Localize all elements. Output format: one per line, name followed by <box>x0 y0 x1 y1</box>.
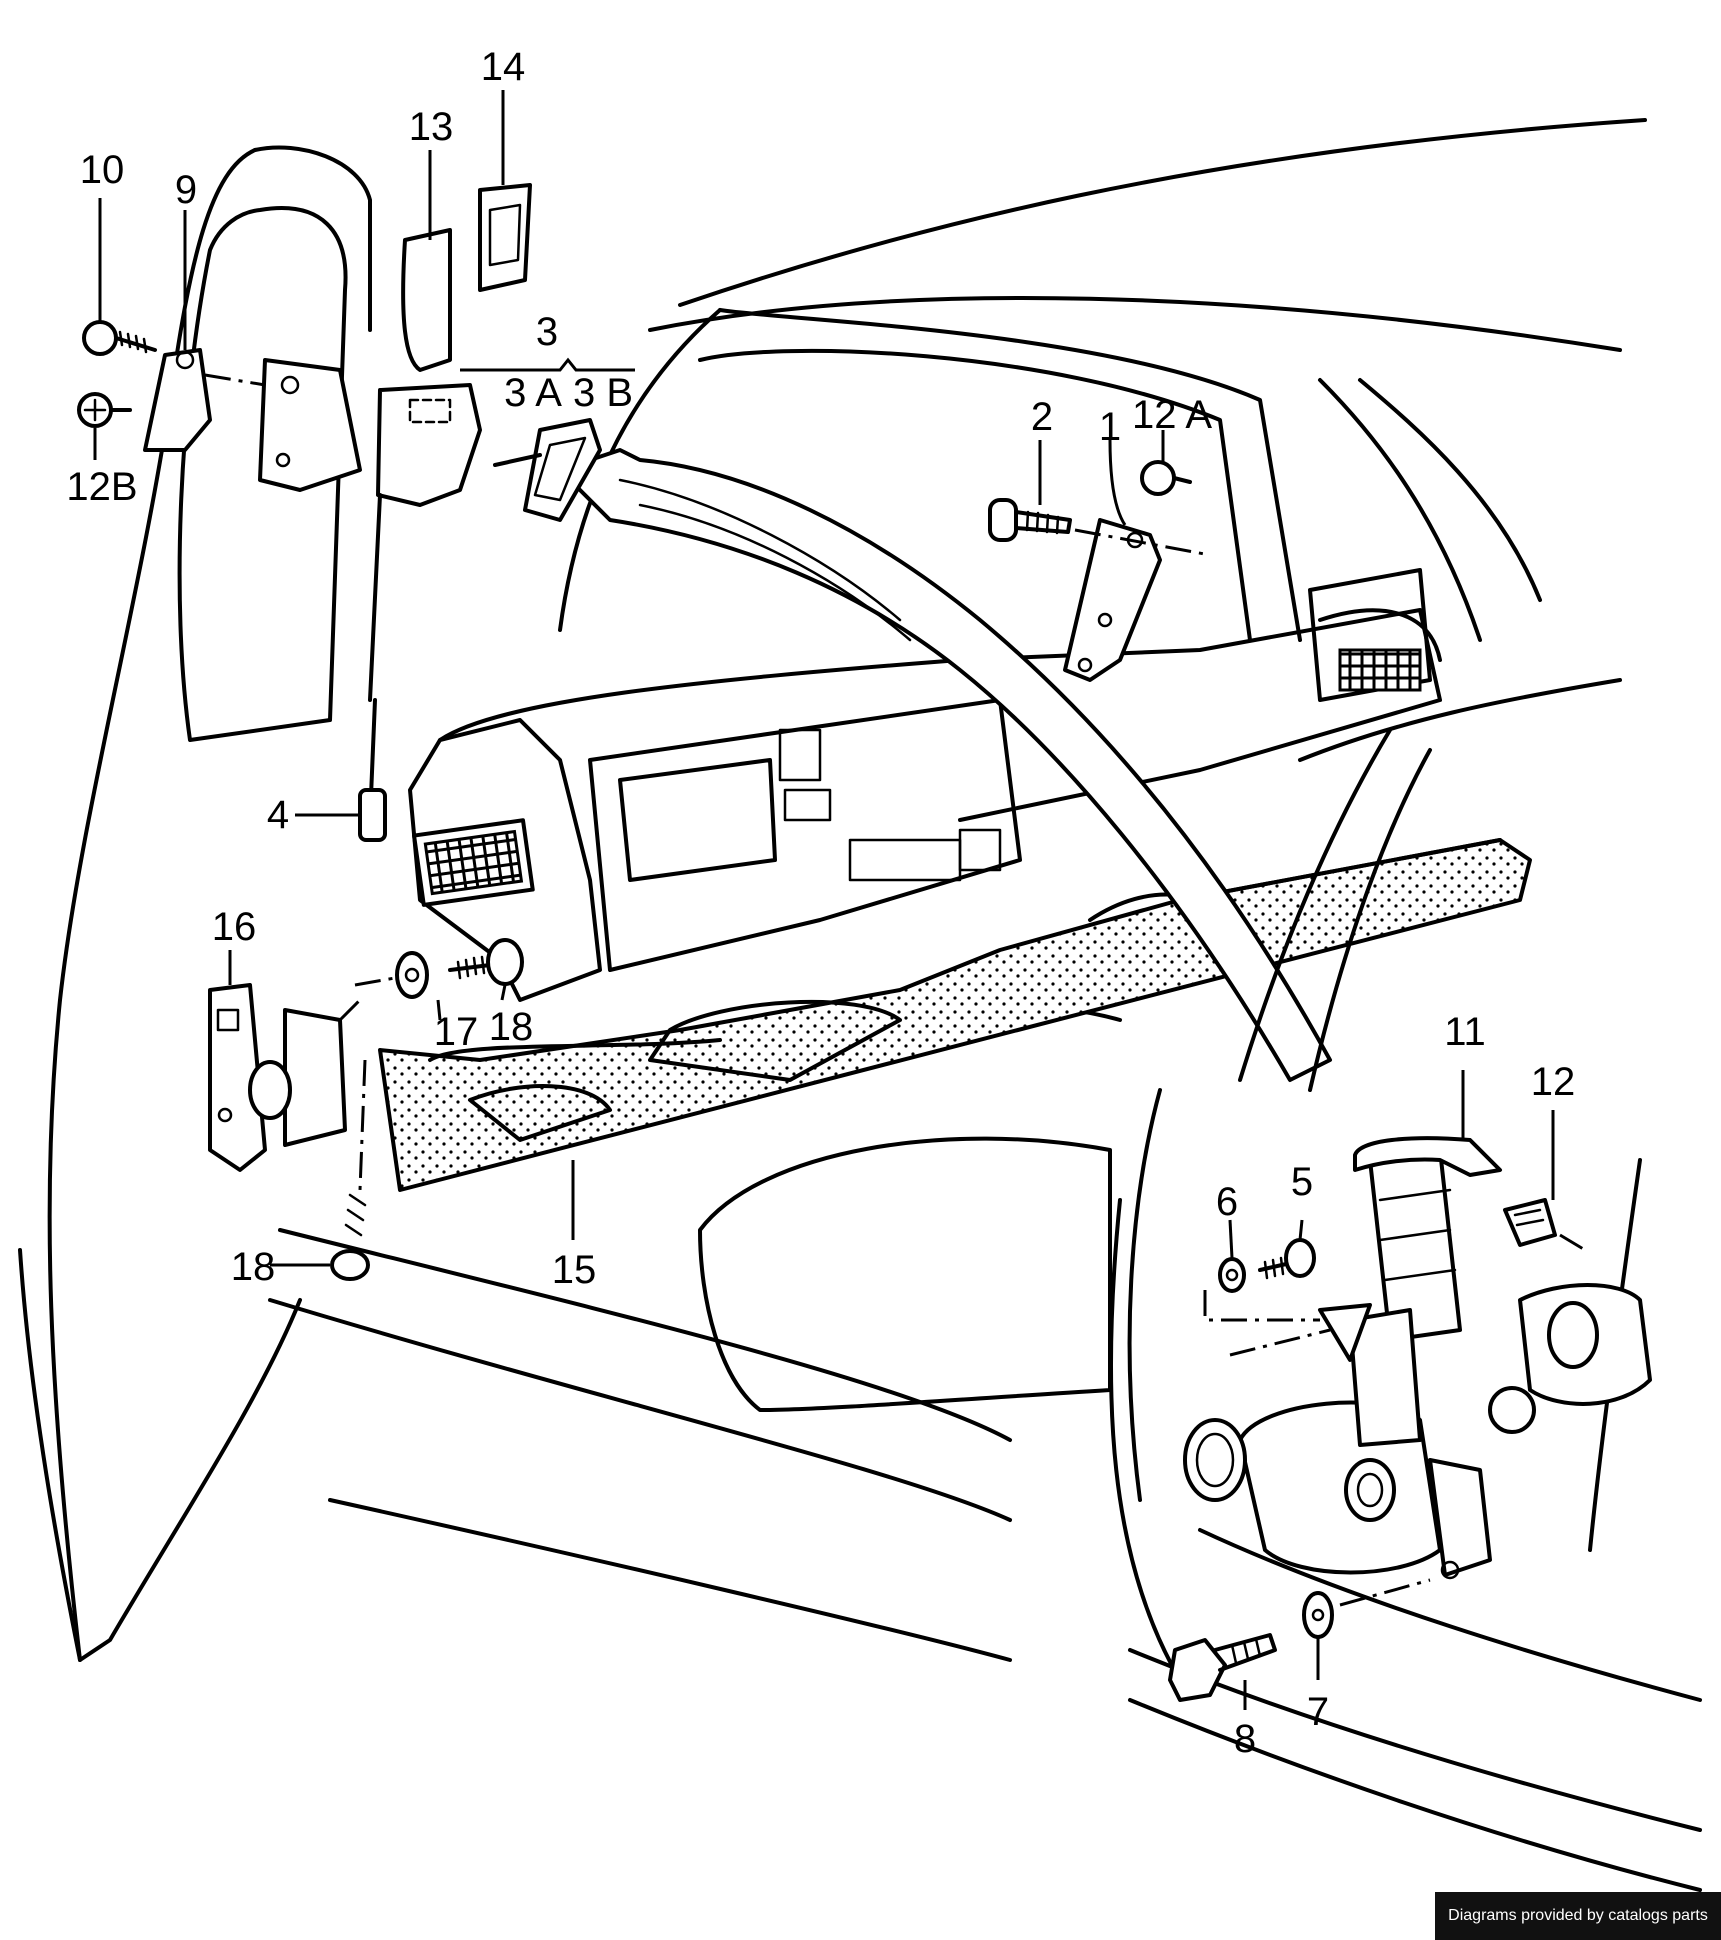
callout-labels: 10 9 12B 13 14 3 3 A 3 B 2 1 12 A 4 16 1… <box>66 45 1575 1761</box>
callout-17: 17 <box>434 1010 479 1054</box>
credit-text: Diagrams provided by catalogs parts <box>1448 1907 1708 1924</box>
callout-12b: 12B <box>66 465 137 509</box>
callout-4: 4 <box>267 793 289 837</box>
callout-15: 15 <box>552 1248 597 1292</box>
callout-5: 5 <box>1291 1160 1313 1204</box>
seat-belt-webbing <box>558 448 1462 1342</box>
alignment-line-17 <box>354 976 396 987</box>
bolt-2 <box>988 498 1072 542</box>
pillar-plate <box>258 358 362 492</box>
retractor-spool-cap <box>1183 1418 1247 1502</box>
callout-12a: 12 A <box>1132 393 1212 437</box>
bolt-10 <box>82 320 157 356</box>
upper-guide-3a <box>376 383 482 507</box>
callout-12: 12 <box>1531 1060 1576 1104</box>
callout-2: 2 <box>1031 395 1053 439</box>
alignment-line-7 <box>1339 1578 1431 1607</box>
callout-11: 11 <box>1444 1010 1486 1054</box>
callout-14: 14 <box>481 45 526 89</box>
callout-3: 3 <box>536 310 558 354</box>
callout-18-upper: 18 <box>489 1005 534 1049</box>
mount-plate <box>248 998 362 1147</box>
cap-14 <box>478 183 532 292</box>
screw-18-upper <box>448 938 524 986</box>
guide-anchor-3b <box>493 418 602 522</box>
callout-6: 6 <box>1216 1180 1238 1224</box>
callout-10: 10 <box>80 148 125 192</box>
callout-3a: 3 A <box>504 371 562 415</box>
belt-reel-housing <box>1488 1283 1652 1434</box>
callout-9: 9 <box>175 168 197 212</box>
clip-12 <box>1503 1198 1586 1252</box>
washer-17 <box>395 951 429 999</box>
screw-18-lower <box>330 1059 370 1281</box>
clip-12a <box>1140 460 1192 496</box>
bolt-8 <box>1168 1633 1277 1702</box>
clip-12b <box>77 392 132 428</box>
washer-6 <box>1218 1257 1246 1293</box>
car-body-outline <box>18 118 1702 1892</box>
retractor <box>1238 1303 1492 1580</box>
anchor-plate-1 <box>1063 518 1162 682</box>
trim-cover-13 <box>401 228 452 372</box>
callout-1: 1 <box>1099 405 1121 449</box>
cable-4 <box>358 493 387 842</box>
bracket-16 <box>208 983 267 1172</box>
alignment-line-9 <box>204 373 266 387</box>
callout-8: 8 <box>1234 1717 1256 1761</box>
alignment-line-1 <box>1074 528 1211 557</box>
callout-13: 13 <box>409 105 454 149</box>
bolt-5 <box>1258 1238 1316 1280</box>
callout-7: 7 <box>1307 1690 1329 1734</box>
alignment-line-5 <box>1229 1328 1331 1357</box>
belt-guide-11 <box>1353 1136 1502 1177</box>
leaders <box>93 90 1555 1710</box>
callout-18-lower: 18 <box>231 1245 276 1289</box>
dashboard <box>408 568 1442 1002</box>
callout-16: 16 <box>212 905 257 949</box>
bracket-9 <box>143 348 212 452</box>
alignment-line-6 <box>1203 1290 1320 1322</box>
callout-3b: 3 B <box>573 371 633 415</box>
washer-7 <box>1302 1591 1334 1639</box>
credit-banner: Diagrams provided by catalogs parts <box>1435 1892 1721 1940</box>
